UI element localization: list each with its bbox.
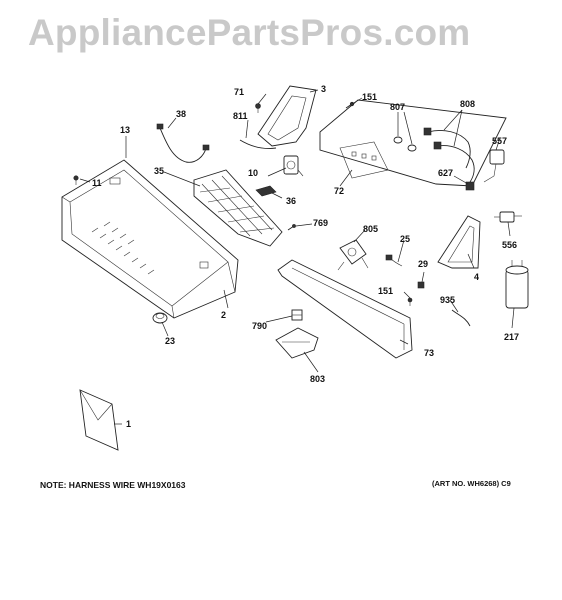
part-lower-panel[interactable] <box>277 259 413 359</box>
callout-4: 4 <box>474 272 479 282</box>
part-fill-hoses[interactable] <box>423 127 475 183</box>
callout-769: 769 <box>313 218 328 228</box>
part-clip-790[interactable] <box>291 309 303 321</box>
callout-25: 25 <box>400 234 410 244</box>
part-washers[interactable] <box>393 136 417 152</box>
callout-11: 11 <box>92 178 102 188</box>
callout-35: 35 <box>154 166 164 176</box>
callout-10: 10 <box>248 168 258 178</box>
leader-lines <box>79 89 515 425</box>
callout-labels: 13 11 38 35 811 71 3 10 36 151 807 808 5… <box>92 84 519 429</box>
callout-73: 73 <box>424 348 434 358</box>
part-capacitor[interactable] <box>505 260 529 309</box>
part-hose[interactable] <box>239 139 277 149</box>
callout-3: 3 <box>321 84 326 94</box>
callout-805: 805 <box>363 224 378 234</box>
part-screw-151-mid[interactable] <box>407 297 413 306</box>
part-switch[interactable] <box>283 155 304 177</box>
callout-217: 217 <box>504 332 519 342</box>
callout-38: 38 <box>176 109 186 119</box>
callout-72: 72 <box>334 186 344 196</box>
callout-808: 808 <box>460 99 475 109</box>
callout-23: 23 <box>165 336 175 346</box>
callout-811: 811 <box>233 111 248 121</box>
callout-790: 790 <box>252 321 267 331</box>
part-control-panel[interactable] <box>61 159 239 319</box>
callout-803: 803 <box>310 374 325 384</box>
callout-935: 935 <box>440 295 455 305</box>
part-screw-71[interactable] <box>255 103 261 114</box>
callout-13: 13 <box>120 125 130 135</box>
part-connector-25[interactable] <box>385 254 403 267</box>
part-connector-556[interactable] <box>494 211 522 223</box>
part-bracket-frame[interactable] <box>193 169 283 247</box>
callout-807: 807 <box>390 102 405 112</box>
callout-36: 36 <box>286 196 296 206</box>
callout-71: 71 <box>234 87 244 97</box>
callout-29: 29 <box>418 259 428 269</box>
part-wire-935[interactable] <box>451 309 471 327</box>
harness-wire-note: NOTE: HARNESS WIRE WH19X0163 <box>40 480 186 490</box>
part-side-bracket[interactable] <box>437 215 481 269</box>
part-bracket-top[interactable] <box>257 85 317 147</box>
callout-556: 556 <box>502 240 517 250</box>
callout-557: 557 <box>492 136 507 146</box>
callout-2: 2 <box>221 310 226 320</box>
part-small-29[interactable] <box>417 281 425 289</box>
callout-151-top: 151 <box>362 92 377 102</box>
callout-151-mid: 151 <box>378 286 393 296</box>
part-back-panel[interactable] <box>319 99 507 187</box>
part-cover-803[interactable] <box>275 327 319 359</box>
watermark-logo: AppliancePartsPros.com <box>28 12 471 53</box>
part-harness-wire[interactable] <box>159 127 207 163</box>
part-small-block[interactable] <box>255 185 277 197</box>
callout-1: 1 <box>126 419 131 429</box>
part-knob-23[interactable] <box>152 312 168 324</box>
part-fastener-769[interactable] <box>287 224 296 231</box>
part-screw-11[interactable] <box>73 175 79 185</box>
part-clip[interactable] <box>465 181 475 191</box>
part-manual[interactable] <box>79 389 119 451</box>
part-valve[interactable] <box>483 149 505 183</box>
art-number-note: (ART NO. WH6268) C9 <box>432 479 511 488</box>
callout-627: 627 <box>438 168 453 178</box>
part-switch-assembly[interactable] <box>337 239 369 271</box>
